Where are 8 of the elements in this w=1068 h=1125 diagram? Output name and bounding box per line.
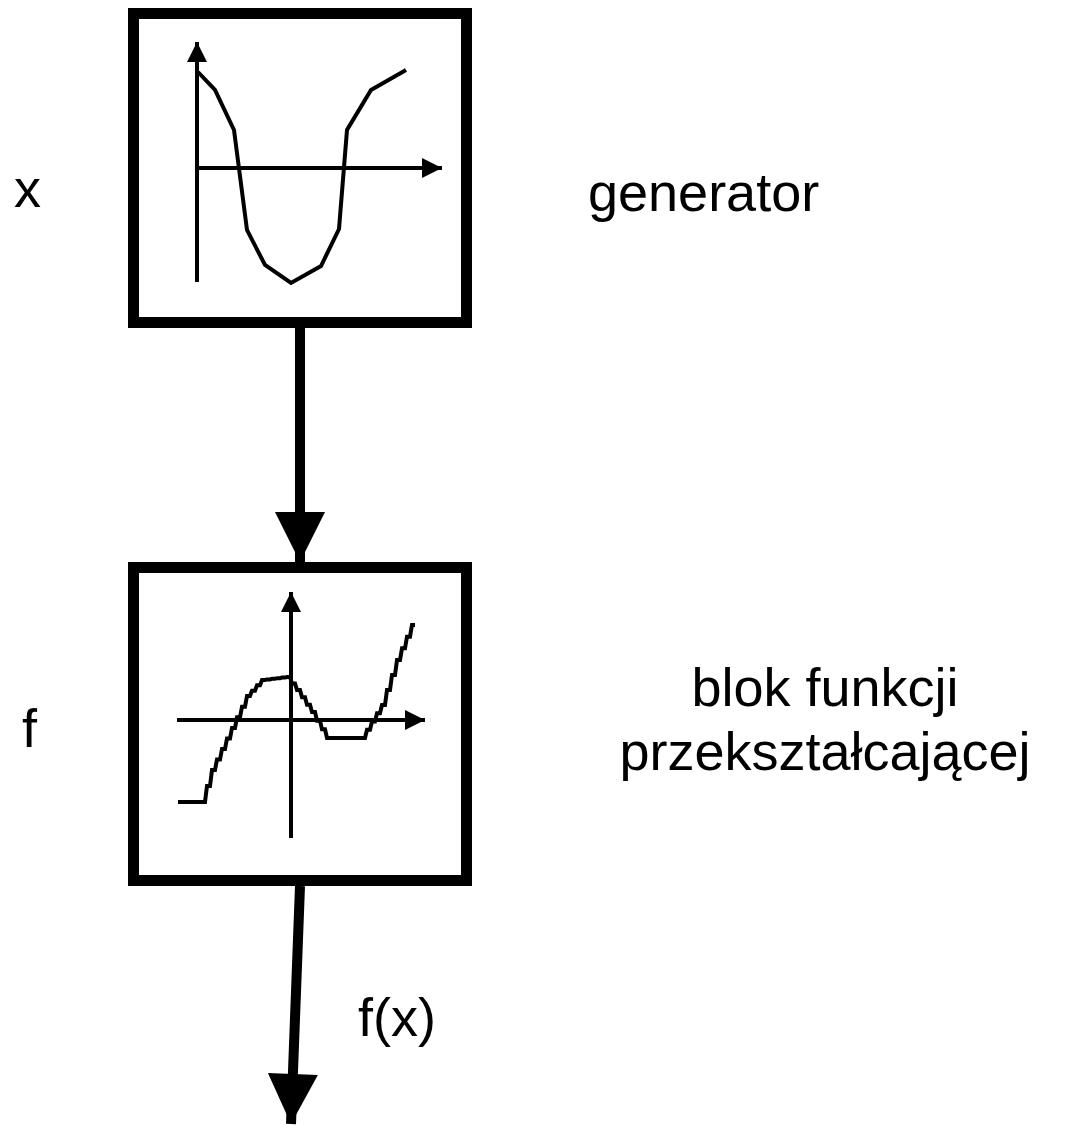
arrow <box>267 885 318 1125</box>
block-caption: generator <box>588 161 820 224</box>
block-box <box>128 562 472 886</box>
block-caption: x <box>14 157 41 220</box>
block-box <box>128 8 472 328</box>
arrow <box>275 328 325 562</box>
block-caption: f <box>22 697 37 760</box>
block-caption: blok funkcji przekształcającej <box>618 656 1032 783</box>
